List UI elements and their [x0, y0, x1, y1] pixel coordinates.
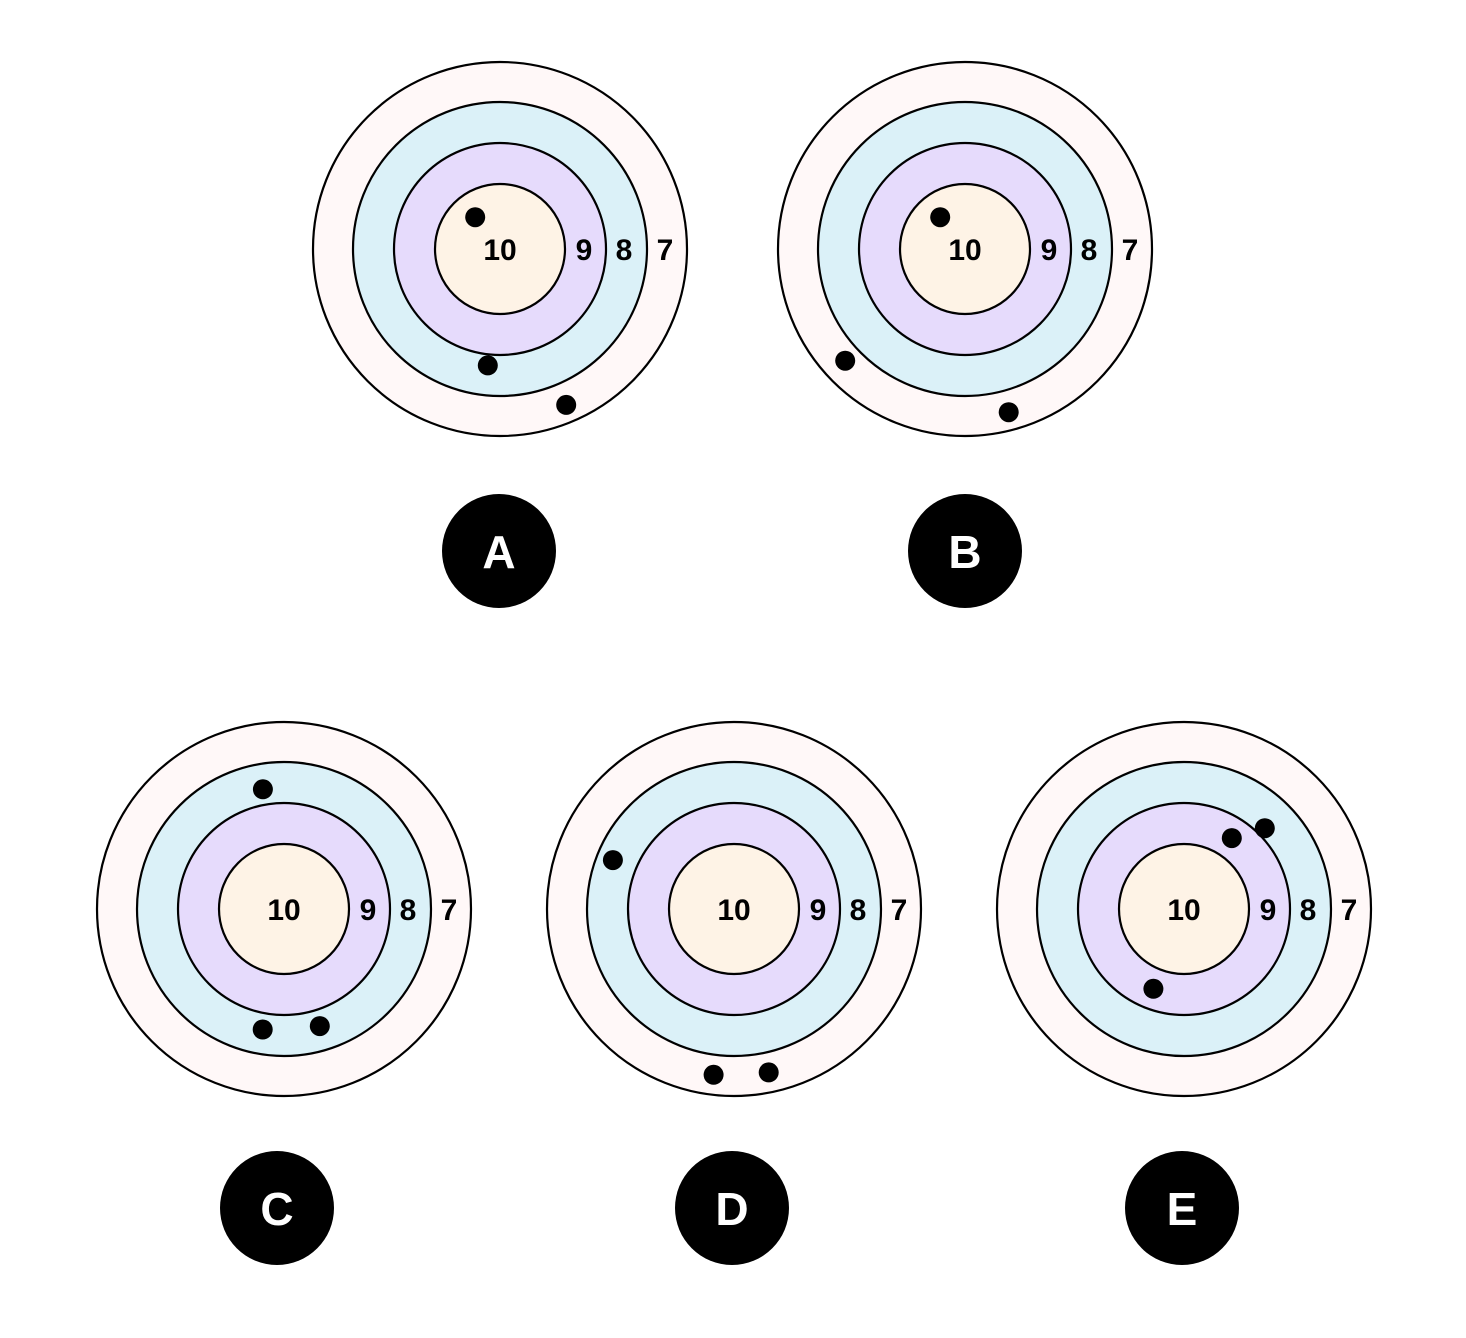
ring-label-10: 10: [1167, 894, 1200, 927]
hit-mark: [252, 1019, 273, 1040]
badge-b: [908, 494, 1022, 608]
ring-label-7: 7: [891, 894, 908, 927]
ring-label-10: 10: [267, 894, 300, 927]
hit-mark: [1254, 818, 1275, 839]
hit-mark: [465, 207, 486, 228]
hit-mark: [835, 350, 856, 371]
ring-label-9: 9: [360, 894, 377, 927]
hit-mark: [252, 779, 273, 800]
ring-label-10: 10: [717, 894, 750, 927]
ring-label-8: 8: [1300, 894, 1317, 927]
ring-label-7: 7: [441, 894, 458, 927]
badge-label: C: [260, 1183, 293, 1235]
hit-mark: [309, 1016, 330, 1037]
badge-d: [675, 1151, 789, 1265]
hit-mark: [1221, 828, 1242, 849]
ring-label-9: 9: [810, 894, 827, 927]
ring-label-8: 8: [1081, 234, 1098, 267]
hit-mark: [1143, 978, 1164, 999]
hit-mark: [930, 207, 951, 228]
badge-label: D: [715, 1183, 748, 1235]
ring-label-7: 7: [1341, 894, 1358, 927]
hit-mark: [477, 355, 498, 376]
ring-10: [217, 842, 351, 976]
badge-a: [442, 494, 556, 608]
ring-10: [667, 842, 801, 976]
ring-label-8: 8: [616, 234, 633, 267]
hit-mark: [602, 850, 623, 871]
hit-mark: [998, 402, 1019, 423]
hit-mark: [556, 394, 577, 415]
hit-mark: [758, 1062, 779, 1083]
ring-label-10: 10: [948, 234, 981, 267]
ring-label-7: 7: [657, 234, 674, 267]
ring-label-9: 9: [1260, 894, 1277, 927]
ring-label-8: 8: [400, 894, 417, 927]
badge-e: [1125, 1151, 1239, 1265]
badge-label: B: [948, 526, 981, 578]
ring-label-8: 8: [850, 894, 867, 927]
badge-label: E: [1167, 1183, 1198, 1235]
badge-label: A: [482, 526, 515, 578]
hit-mark: [703, 1064, 724, 1085]
ring-label-10: 10: [483, 234, 516, 267]
badge-c: [220, 1151, 334, 1265]
ring-10: [1117, 842, 1251, 976]
ring-label-9: 9: [576, 234, 593, 267]
ring-label-9: 9: [1041, 234, 1058, 267]
ring-label-7: 7: [1122, 234, 1139, 267]
